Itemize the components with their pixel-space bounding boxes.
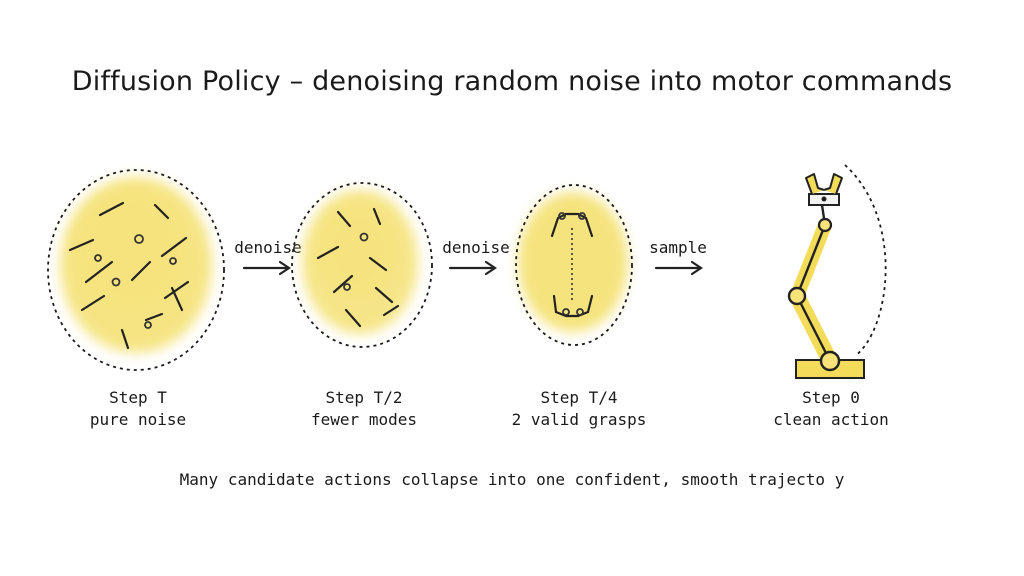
noise-strokes [316, 207, 400, 328]
noise-blob-inner [318, 202, 398, 298]
stage-fewer-modes [291, 182, 433, 348]
arm-link-lower [795, 295, 832, 362]
gripper-finger-right [823, 173, 843, 195]
step-name: Step T/2 [325, 388, 402, 407]
arrow-label: denoise [442, 238, 509, 257]
noise-points [94, 234, 177, 329]
dashed-boundary [47, 169, 225, 371]
dashed-boundary [291, 182, 433, 348]
stage-pure-noise [47, 169, 225, 371]
robot-arm-icon [787, 173, 865, 379]
step-desc: clean action [773, 410, 889, 429]
arm-joint-wrist [817, 217, 833, 233]
upper-gripper-icon [550, 212, 594, 238]
step-desc: fewer modes [311, 410, 417, 429]
arm-link-upper [795, 224, 827, 297]
arm-joint-base [819, 350, 841, 372]
step-labels: Step T pure noise Step T/2 fewer modes S… [90, 388, 889, 429]
step-name: Step 0 [802, 388, 860, 407]
stage-clean-action [787, 164, 887, 379]
lower-gripper-icon [552, 294, 594, 318]
noise-blob-inner [75, 190, 185, 310]
dashed-boundary [515, 184, 633, 346]
noise-strokes [68, 201, 190, 350]
noise-points [343, 232, 369, 291]
step-desc: 2 valid grasps [512, 410, 647, 429]
step-name: Step T/4 [540, 388, 617, 407]
grasp-blob [518, 192, 628, 332]
diagram-title: Diffusion Policy – denoising random nois… [71, 66, 953, 97]
gripper-pivot [821, 196, 827, 202]
gripper-finger-left [805, 173, 825, 195]
arrow-denoise-2: denoise [442, 238, 510, 276]
arm-joint-elbow [787, 286, 807, 306]
arrow-label: sample [649, 238, 707, 257]
step-name: Step T [109, 388, 167, 407]
step-desc: pure noise [90, 410, 186, 429]
stage-two-grasps [515, 184, 633, 346]
arrow-denoise-1: denoise [234, 238, 302, 276]
arrow-sample: sample [649, 238, 707, 276]
dashed-trajectory [844, 164, 887, 357]
arrow-label: denoise [234, 238, 301, 257]
diagram-caption: Many candidate actions collapse into one… [179, 470, 845, 489]
